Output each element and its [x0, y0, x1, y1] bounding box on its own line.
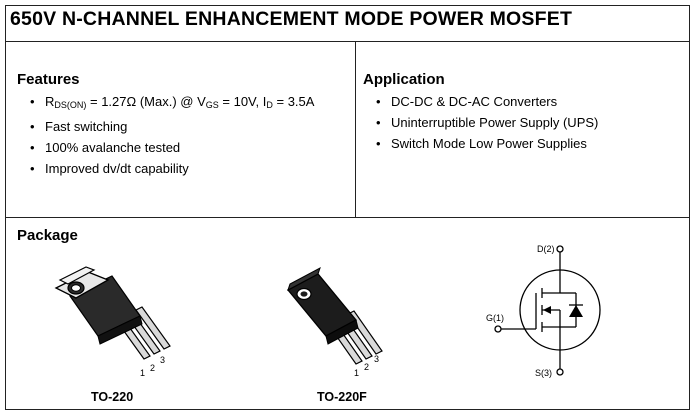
- application-item: DC-DC & DC-AC Converters: [373, 91, 598, 112]
- to220f-pin-1: 1: [354, 368, 359, 378]
- title-divider: [6, 41, 689, 42]
- column-divider: [355, 41, 356, 217]
- gate-label: G(1): [486, 313, 504, 323]
- to220-pin-1: 1: [140, 368, 145, 378]
- features-heading: Features: [17, 71, 80, 88]
- to220f-label: TO-220F: [317, 390, 367, 404]
- source-label: S(3): [535, 368, 552, 378]
- feature-item: Improved dv/dt capability: [27, 158, 314, 179]
- application-heading: Application: [363, 71, 445, 88]
- feature-item-rds: RDS(ON) = 1.27Ω (Max.) @ VGS = 10V, ID =…: [27, 91, 314, 116]
- to220f-package-image: 1 2 3: [286, 266, 383, 378]
- application-list: DC-DC & DC-AC Converters Uninterruptible…: [373, 91, 598, 154]
- to220-pin-3: 3: [160, 355, 165, 365]
- section-divider: [6, 217, 689, 218]
- feature-item: 100% avalanche tested: [27, 137, 314, 158]
- to220f-pin-2: 2: [364, 362, 369, 372]
- drain-label: D(2): [537, 244, 555, 254]
- page-title: 650V N-CHANNEL ENHANCEMENT MODE POWER MO…: [10, 8, 573, 30]
- to220f-pin-3: 3: [374, 354, 379, 364]
- to220-package-image: 1 2 3: [54, 266, 171, 378]
- mosfet-symbol: D(2) G(1) S(3): [486, 244, 601, 378]
- application-item: Switch Mode Low Power Supplies: [373, 133, 598, 154]
- features-list: RDS(ON) = 1.27Ω (Max.) @ VGS = 10V, ID =…: [27, 91, 314, 179]
- datasheet-frame: [5, 5, 690, 410]
- to220-pin-2: 2: [150, 363, 155, 373]
- package-heading: Package: [17, 227, 78, 244]
- application-item: Uninterruptible Power Supply (UPS): [373, 112, 598, 133]
- to220-label: TO-220: [91, 390, 134, 404]
- feature-item: Fast switching: [27, 116, 314, 137]
